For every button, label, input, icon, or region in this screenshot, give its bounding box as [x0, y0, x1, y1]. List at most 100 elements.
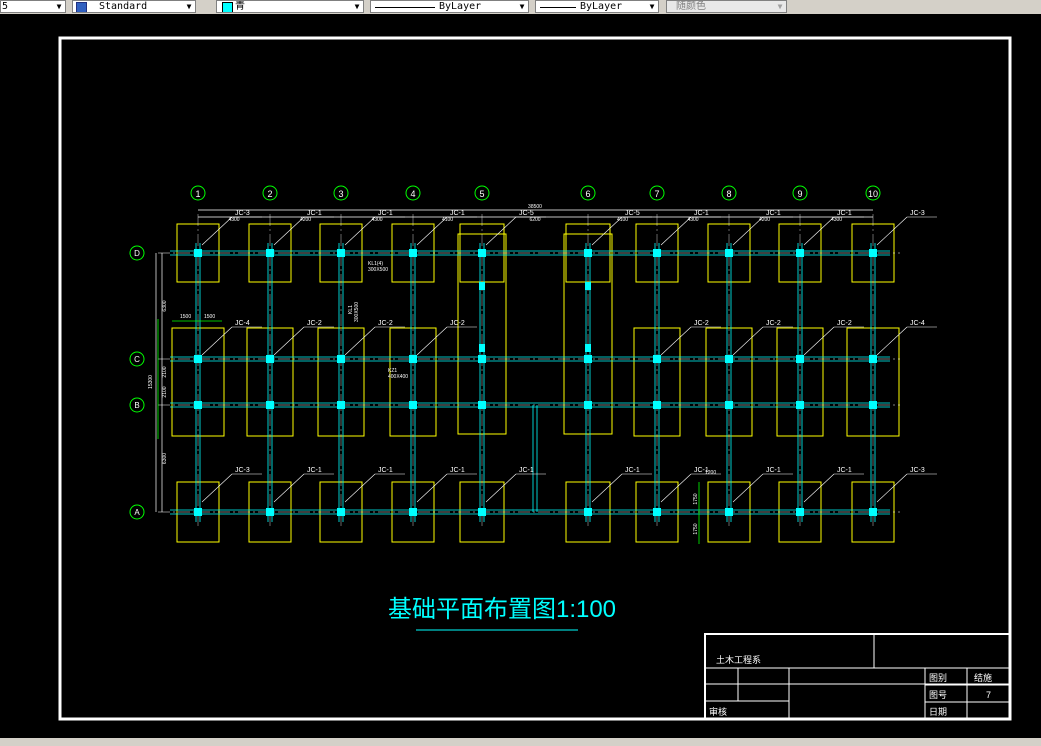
column	[725, 508, 733, 516]
leader-line	[660, 473, 692, 503]
color-value: 青	[235, 1, 245, 12]
axis-label-x: 3	[338, 189, 343, 199]
column	[409, 508, 417, 516]
axis-bubble-x	[792, 185, 808, 201]
axis-label-y: C	[134, 355, 140, 364]
column	[869, 249, 877, 257]
linetype-dropdown[interactable]: ByLayer ▼	[370, 0, 529, 13]
column	[266, 249, 274, 257]
axis-label-x: 9	[797, 189, 802, 199]
leader-line	[201, 216, 233, 246]
footing-label-middle: JC-4	[235, 320, 250, 327]
column	[337, 249, 345, 257]
column	[653, 508, 661, 516]
layer-dropdown[interactable]: 5 ▼	[0, 0, 66, 13]
axis-label-x: 2	[267, 189, 272, 199]
footing-label-bottom: JC-1	[694, 467, 709, 474]
leader-line	[344, 473, 376, 503]
top-dimension: 4300	[228, 217, 239, 223]
footing-label-top: JC-3	[235, 210, 250, 217]
axis-bubble-x	[865, 185, 881, 201]
top-dimension: 4200	[300, 217, 311, 223]
column	[869, 401, 877, 409]
column	[194, 508, 202, 516]
footing-dimension: 1200	[705, 470, 716, 476]
category-label: 图别	[929, 673, 947, 683]
left-dimension: 2100	[162, 366, 168, 377]
date-label: 日期	[929, 707, 947, 717]
axis-bubble-x	[721, 185, 737, 201]
column	[796, 355, 804, 363]
axis-label-x: 5	[479, 189, 484, 199]
left-dimension: 2100	[162, 386, 168, 397]
left-dimension: 6300	[162, 300, 168, 311]
axis-label-x: 6	[585, 189, 590, 199]
left-dimension: 6300	[162, 453, 168, 464]
column	[869, 355, 877, 363]
axis-label-y: A	[134, 508, 140, 517]
lineweight-sample-icon	[540, 7, 576, 8]
column	[266, 508, 274, 516]
leader-line	[803, 216, 835, 246]
leader-line	[803, 473, 835, 503]
footing-label-top: JC-1	[837, 210, 852, 217]
top-dimension: 4200	[759, 217, 770, 223]
footing-label-middle: JC-2	[307, 320, 322, 327]
column	[409, 401, 417, 409]
axis-label-y: B	[134, 401, 139, 410]
footing-label-middle: JC-4	[910, 320, 925, 327]
footing-label-bottom: JC-3	[235, 467, 250, 474]
leader-line	[660, 216, 692, 246]
axis-label-y: D	[134, 249, 140, 258]
column-label: KZ1	[388, 368, 397, 374]
column	[725, 401, 733, 409]
linetype-value: ByLayer	[439, 1, 482, 12]
text-style-dropdown[interactable]: Standard ▼	[72, 0, 196, 13]
footing-dimension: 1750	[693, 493, 699, 504]
column	[584, 355, 592, 363]
footing-label-top: JC-5	[625, 210, 640, 217]
plot-style-dropdown[interactable]: 随颜色 ▼	[666, 0, 787, 13]
chevron-down-icon: ▼	[186, 2, 192, 11]
column	[194, 401, 202, 409]
text-style-icon	[76, 2, 87, 12]
leader-line	[416, 216, 448, 246]
leader-line	[416, 473, 448, 503]
leader-line	[416, 326, 448, 356]
axis-bubble-x	[190, 185, 206, 201]
title-block	[704, 633, 1011, 720]
footing-label-bottom: JC-1	[450, 467, 465, 474]
color-dropdown[interactable]: 青 ▼	[216, 0, 364, 13]
leader-line	[273, 326, 305, 356]
footing-label-top: JC-3	[910, 210, 925, 217]
layer-value: 5	[2, 1, 9, 12]
column	[796, 401, 804, 409]
category-value: 结施	[974, 672, 992, 683]
total-left-dimension: 15300	[148, 375, 154, 389]
column	[585, 282, 591, 290]
leader-line	[485, 216, 517, 246]
leader-line	[732, 326, 764, 356]
footing-label-top: JC-1	[378, 210, 393, 217]
axis-label-x: 7	[654, 189, 659, 199]
leader-line	[732, 473, 764, 503]
axis-label-x: 10	[868, 189, 878, 199]
leader-line	[344, 216, 376, 246]
lineweight-dropdown[interactable]: ByLayer ▼	[535, 0, 659, 13]
color-swatch-icon	[222, 2, 233, 12]
top-dimension: 6200	[529, 217, 540, 223]
beam-size: 300X500	[368, 267, 388, 273]
chevron-down-icon: ▼	[354, 2, 360, 11]
leader-line	[876, 216, 908, 246]
footing-label-top: JC-1	[694, 210, 709, 217]
beam-size-vertical: 300X500	[354, 302, 360, 322]
axis-label-x: 8	[726, 189, 731, 199]
axis-bubble-y	[129, 245, 145, 261]
top-dimension: 4300	[687, 217, 698, 223]
footing-label-middle: JC-2	[694, 320, 709, 327]
column	[653, 355, 661, 363]
beam-label-vertical: KL1	[348, 305, 354, 314]
